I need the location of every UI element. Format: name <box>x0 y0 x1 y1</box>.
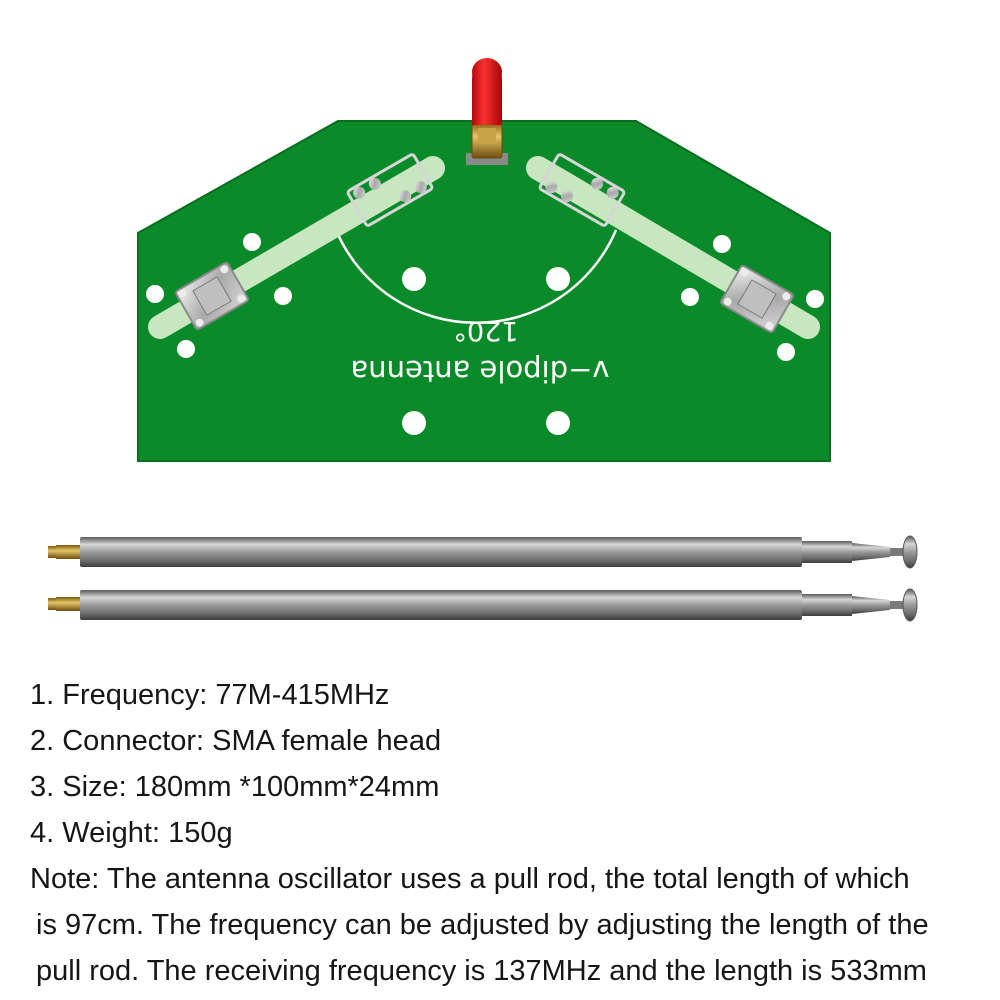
board-angle-label: 120° <box>453 315 518 346</box>
note-line-3: pull rod. The receiving frequency is 137… <box>36 955 927 987</box>
pcb-board <box>137 120 831 462</box>
board-name-label: v−dipole antenna <box>350 354 609 388</box>
telescopic-rod-2 <box>48 588 918 622</box>
note-line-2: is 97cm. The frequency can be adjusted b… <box>36 909 929 941</box>
rod-clip-upper-right <box>538 153 626 227</box>
note-line-1: Note: The antenna oscillator uses a pull… <box>30 863 910 895</box>
spec-connector: 2. Connector: SMA female head <box>30 725 442 757</box>
rod-clip-lower-left <box>175 262 249 330</box>
spec-weight: 4. Weight: 150g <box>30 817 233 849</box>
spec-list: 1. Frequency: 77M-415MHz 2. Connector: S… <box>30 672 980 856</box>
note-paragraph: Note: The antenna oscillator uses a pull… <box>30 856 970 994</box>
spec-frequency: 1. Frequency: 77M-415MHz <box>30 679 390 711</box>
sma-connector <box>466 58 508 165</box>
board-silkscreen: 120° v−dipole antenna <box>350 315 609 388</box>
product-photo: 120° v−dipole antenna <box>48 58 918 622</box>
rod-clip-lower-right <box>720 265 794 333</box>
telescopic-rod-1 <box>48 535 918 569</box>
spec-size: 3. Size: 180mm *100mm*24mm <box>30 771 440 803</box>
mounting-holes <box>146 233 824 435</box>
rod-clip-upper-left <box>346 153 434 227</box>
